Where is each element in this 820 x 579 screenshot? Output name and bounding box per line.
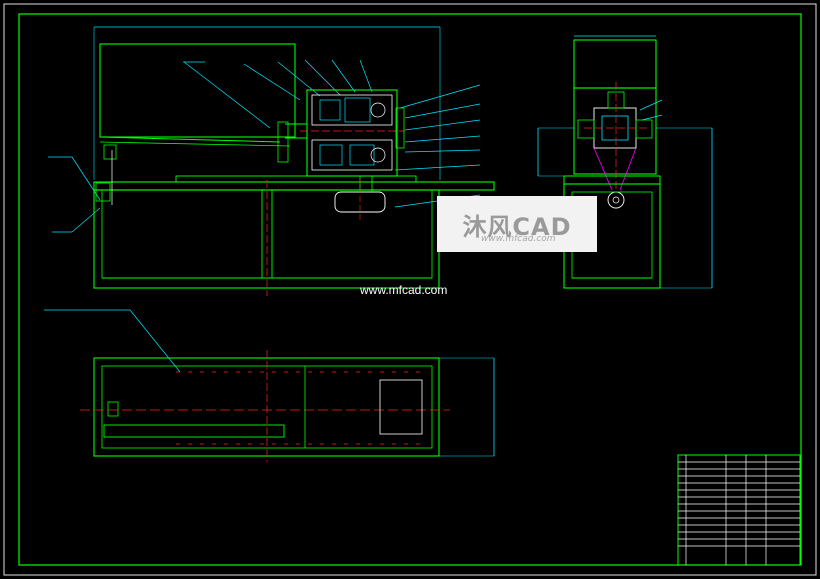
watermark-logo: 沐风CAD www.mfcad.com xyxy=(437,196,597,252)
top-view xyxy=(44,309,495,462)
watermark-logo-text: 沐风CAD xyxy=(462,212,572,241)
front-view xyxy=(48,26,495,296)
inner-border xyxy=(18,13,802,566)
site-url[interactable]: www.mfcad.com xyxy=(360,283,448,297)
title-block xyxy=(677,454,801,566)
watermark-url: www.mfcad.com xyxy=(481,234,556,244)
outer-border xyxy=(3,3,817,576)
side-view xyxy=(537,35,713,289)
